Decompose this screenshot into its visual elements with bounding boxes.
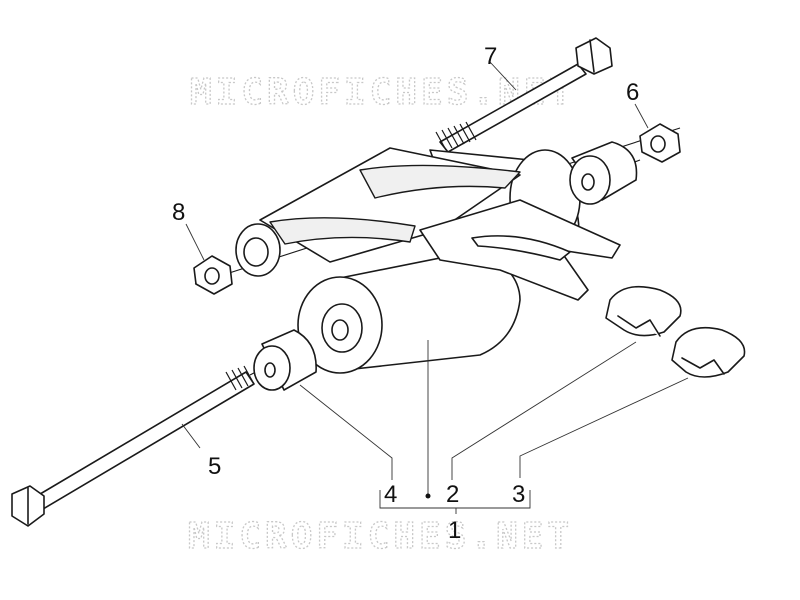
long-bolt-lower <box>11 365 255 527</box>
callout-1: 1 <box>448 517 461 544</box>
bolt-thread-lower <box>225 365 255 391</box>
callout-5: 5 <box>208 453 221 480</box>
half-bushing-2 <box>605 285 682 337</box>
callout-6: 6 <box>626 79 639 106</box>
long-bolt-upper <box>435 37 613 153</box>
callout-7: 7 <box>484 43 497 70</box>
callout-3: 3 <box>512 481 525 508</box>
callout-8: 8 <box>172 199 185 226</box>
half-bushing-3 <box>671 326 746 378</box>
bolt-thread-upper <box>435 121 477 151</box>
callout-4: 4 <box>384 481 397 508</box>
leader-lines <box>181 61 689 514</box>
swing-arm-body <box>235 147 621 374</box>
nut-left <box>193 255 233 295</box>
bushing-upper <box>569 141 638 205</box>
bolt-head-upper <box>575 37 613 75</box>
bushing-lower <box>253 329 317 391</box>
callout-2: 2 <box>446 481 459 508</box>
watermark-bottom: MICROFICHES.NET <box>188 516 573 557</box>
nut-right <box>639 123 681 163</box>
